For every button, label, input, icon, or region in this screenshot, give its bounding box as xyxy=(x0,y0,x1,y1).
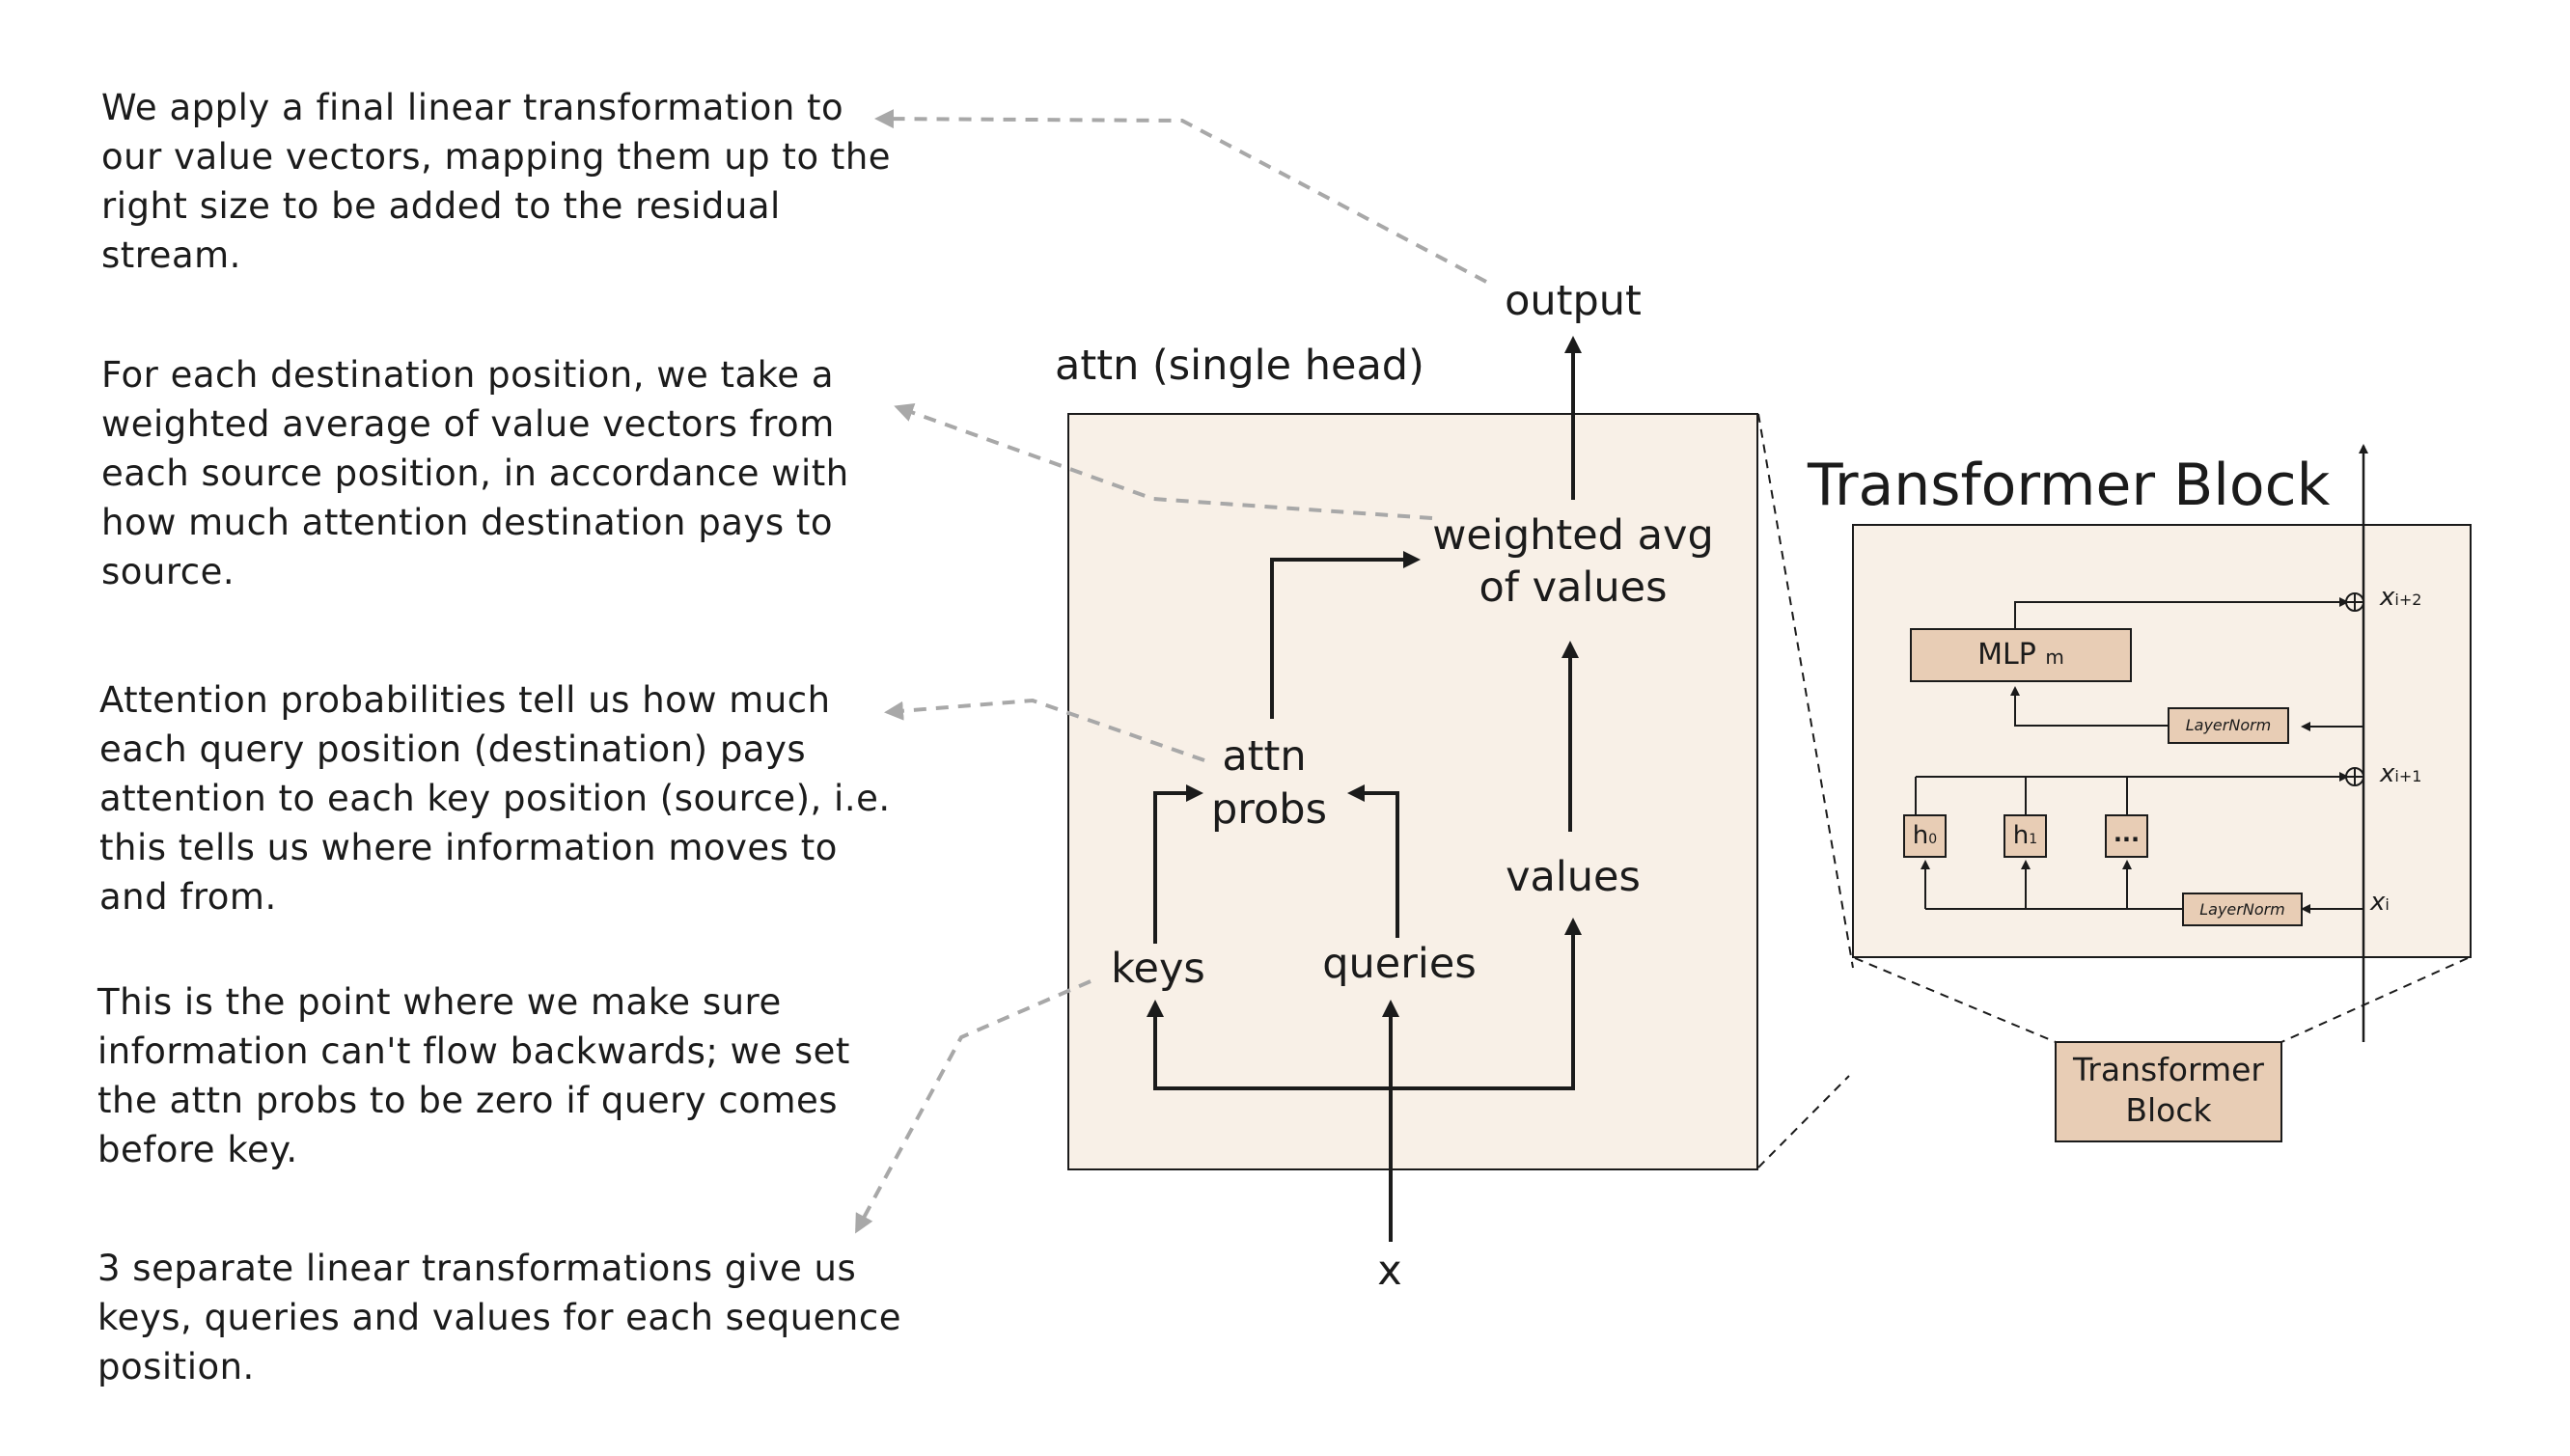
zoom-mini-left xyxy=(1854,957,2057,1043)
attn-title: attn (single head) xyxy=(1055,342,1424,390)
attn-probs-label-2: probs xyxy=(1210,785,1328,834)
layernorm-bottom-label: LayerNorm xyxy=(2199,900,2285,919)
pointer-mask-note xyxy=(855,979,1092,1234)
weighted-avg-label-2: of values xyxy=(1478,563,1668,612)
pointer-weighted-note xyxy=(894,402,1433,520)
block-panel xyxy=(1852,524,2472,958)
arrow-layernorm-to-mlp xyxy=(2010,686,2169,727)
mlp-label: MLP m xyxy=(1911,629,2131,683)
head0-label: h0 xyxy=(1904,815,1946,861)
mini-block-label-2: Block xyxy=(2125,1091,2212,1129)
head1-sub: 1 xyxy=(2029,832,2038,847)
zoom-mini-right xyxy=(2280,957,2469,1043)
layernorm-top-box xyxy=(2168,707,2289,744)
annotation-linear-maps: 3 separate linear transformations give u… xyxy=(97,1248,901,1387)
mlp-sub: m xyxy=(2045,646,2064,669)
annotation-masking: This is the point where we make sure inf… xyxy=(97,981,850,1170)
x-out2-sub: i+2 xyxy=(2394,591,2422,609)
x-out2-text: x xyxy=(2380,583,2395,612)
arrow-mlp-to-add2 xyxy=(2014,597,2349,629)
head-more-label: ... xyxy=(2113,820,2141,847)
x-in-label: xi xyxy=(2370,888,2390,917)
mini-block-label-1: Transformer xyxy=(2072,1051,2265,1088)
head0-text: h xyxy=(1912,821,1929,850)
mini-block-box xyxy=(2055,1041,2282,1142)
head1-box xyxy=(2003,814,2047,858)
zoom-line-top xyxy=(1757,413,1854,969)
layernorm-top-label: LayerNorm xyxy=(2185,716,2272,734)
head0-box xyxy=(1903,814,1947,858)
zoom-line-bottom xyxy=(1757,1075,1850,1168)
x-out1-label: xi+1 xyxy=(2380,759,2421,788)
head1-label: h1 xyxy=(2004,815,2046,861)
x-in-text: x xyxy=(2370,888,2386,917)
head1-text: h xyxy=(2012,821,2030,850)
layernorm-bottom-box xyxy=(2182,893,2303,926)
queries-label: queries xyxy=(1322,940,1477,988)
mlp-text: MLP xyxy=(1977,638,2036,672)
attn-probs-label-1: attn xyxy=(1222,732,1307,781)
x-out1-sub: i+1 xyxy=(2394,767,2422,785)
weighted-avg-label-1: weighted avg xyxy=(1432,511,1714,560)
pointer-output-note xyxy=(874,109,1487,284)
keys-label: keys xyxy=(1111,945,1205,993)
arrow-keys-to-probs xyxy=(1153,784,1203,944)
pointer-probs-note xyxy=(884,698,1205,762)
input-x-label: x xyxy=(1377,1247,1402,1295)
x-in-sub: i xyxy=(2385,895,2390,914)
annotation-attn-probs: Attention probabilities tell us how much… xyxy=(99,679,891,918)
arrow-probs-to-weighted xyxy=(1270,551,1421,719)
head0-sub: 0 xyxy=(1928,832,1938,847)
x-out2-label: xi+2 xyxy=(2380,583,2421,612)
output-label: output xyxy=(1505,277,1642,325)
annotation-weighted-avg: For each destination position, we take a… xyxy=(101,354,849,592)
mlp-box xyxy=(1910,628,2132,682)
annotation-output: We apply a final linear transformation t… xyxy=(101,87,892,276)
values-label: values xyxy=(1506,853,1641,901)
block-title: Transformer Block xyxy=(1808,452,2331,519)
x-out1-text: x xyxy=(2380,759,2395,788)
arrow-queries-to-probs xyxy=(1347,784,1399,938)
